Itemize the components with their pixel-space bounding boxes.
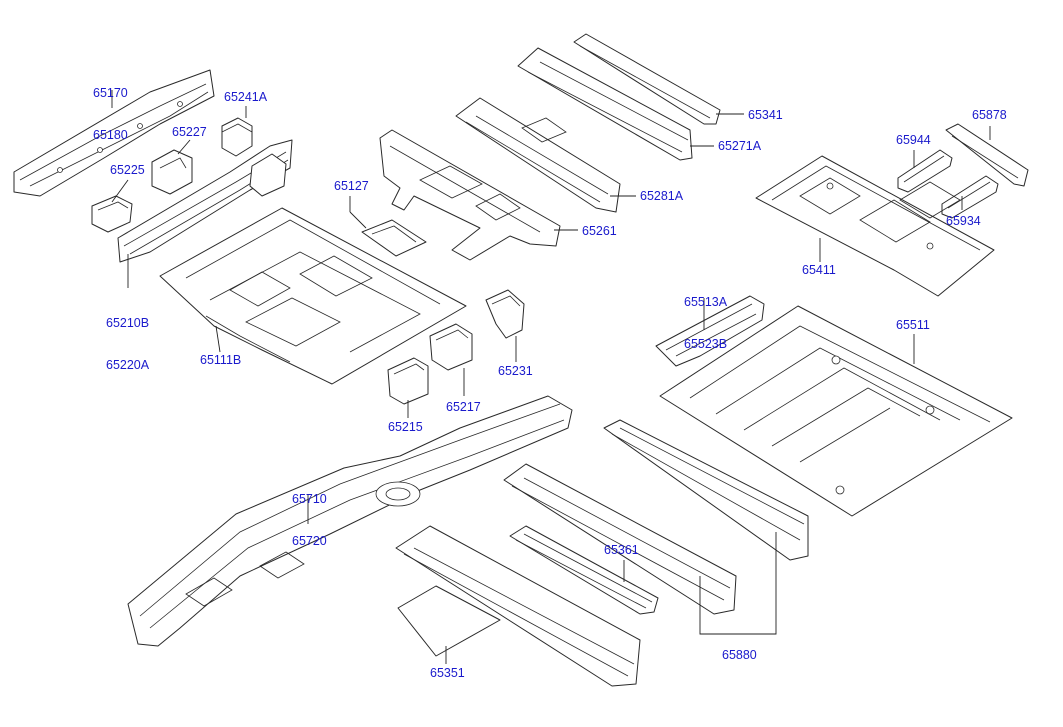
- label-65710-65720[interactable]: 65710 65720: [292, 464, 327, 562]
- label-65878[interactable]: 65878: [972, 108, 1007, 122]
- part-65215-bracket[interactable]: [387, 357, 429, 405]
- label-65210B[interactable]: 65210B: [106, 316, 150, 330]
- label-65170-65180[interactable]: 65170 65180: [93, 58, 128, 156]
- label-65351[interactable]: 65351: [430, 666, 465, 680]
- part-65281A-crossmember[interactable]: [455, 97, 621, 213]
- label-65944[interactable]: 65944: [896, 133, 931, 147]
- part-65170-rail[interactable]: [13, 69, 215, 197]
- label-65511[interactable]: 65511: [896, 318, 930, 332]
- part-65880-crossmember-a[interactable]: [503, 463, 737, 615]
- label-65127[interactable]: 65127: [334, 179, 369, 193]
- label-65111B[interactable]: 65111B: [200, 353, 242, 367]
- label-65710[interactable]: 65710: [292, 492, 327, 506]
- part-65227-bracket[interactable]: [151, 149, 193, 195]
- label-65231[interactable]: 65231: [498, 364, 533, 378]
- part-65361-member[interactable]: [509, 525, 659, 615]
- part-65127-plate[interactable]: [361, 219, 427, 257]
- part-65271A-member[interactable]: [517, 47, 693, 161]
- label-65261[interactable]: 65261: [582, 224, 617, 238]
- label-65720[interactable]: 65720: [292, 534, 327, 548]
- label-65225[interactable]: 65225: [110, 163, 145, 177]
- label-65513A-65523B[interactable]: 65513A 65523B: [684, 267, 727, 365]
- part-65210B-sill[interactable]: [117, 139, 293, 263]
- part-65511-floor[interactable]: [659, 305, 1013, 517]
- part-65710-member[interactable]: [127, 395, 573, 647]
- leader-lines: [111, 90, 991, 664]
- part-65111B-floor[interactable]: [159, 207, 467, 385]
- label-65523B[interactable]: 65523B: [684, 337, 728, 351]
- label-65217[interactable]: 65217: [446, 400, 481, 414]
- part-65880-crossmember-b[interactable]: [603, 419, 809, 561]
- part-65878-member[interactable]: [945, 123, 1029, 187]
- label-65880[interactable]: 65880: [722, 648, 757, 662]
- part-65351-floor[interactable]: [395, 525, 641, 687]
- part-65513A-panel[interactable]: [655, 295, 765, 367]
- part-65217-bracket[interactable]: [429, 323, 473, 371]
- label-65341[interactable]: 65341: [748, 108, 783, 122]
- label-65210B-65220A[interactable]: 65210B 65220A: [106, 288, 149, 386]
- label-65361[interactable]: 65361: [604, 543, 639, 557]
- label-65934[interactable]: 65934: [946, 214, 981, 228]
- label-65220A[interactable]: 65220A: [106, 358, 150, 372]
- part-65261-crossmember[interactable]: [379, 129, 561, 261]
- label-65215[interactable]: 65215: [388, 420, 423, 434]
- part-65241A-bracket[interactable]: [221, 117, 253, 157]
- part-65341-member[interactable]: [573, 33, 721, 125]
- label-65281A[interactable]: 65281A: [640, 189, 684, 203]
- part-65944-bracket[interactable]: [897, 149, 953, 193]
- label-65170[interactable]: 65170: [93, 86, 128, 100]
- label-65411[interactable]: 65411: [802, 263, 836, 277]
- label-65513A[interactable]: 65513A: [684, 295, 728, 309]
- label-65241A[interactable]: 65241A: [224, 90, 268, 104]
- part-65231-bracket[interactable]: [485, 289, 525, 339]
- label-65271A[interactable]: 65271A: [718, 139, 762, 153]
- label-65180[interactable]: 65180: [93, 128, 128, 142]
- part-65934-bracket[interactable]: [941, 175, 999, 219]
- label-65227[interactable]: 65227: [172, 125, 207, 139]
- part-65411-floor[interactable]: [755, 155, 995, 297]
